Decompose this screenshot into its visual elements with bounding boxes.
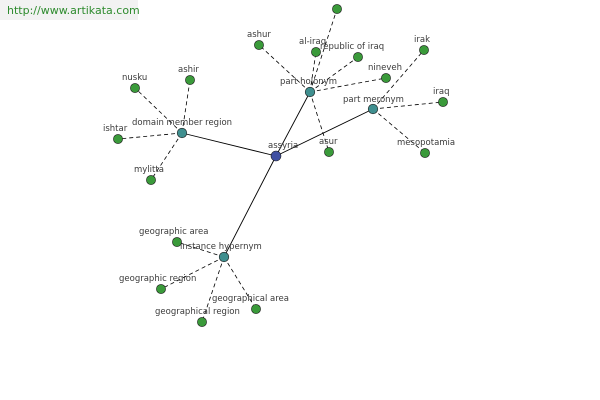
hub-node-instance-hypernym-label: instance hypernym: [180, 242, 262, 252]
hub-node-part-holonym[interactable]: [304, 86, 316, 98]
leaf-node-geographic-region[interactable]: [156, 284, 166, 294]
leaf-node-irak-label: irak: [414, 35, 430, 45]
leaf-node-mesopotamia[interactable]: [420, 148, 430, 158]
edge-l-geographical-area: [223, 256, 257, 310]
leaf-node-republic-of-iraq-label: republic of iraq: [320, 42, 384, 52]
leaf-node-asur-label: asur: [319, 137, 338, 147]
hub-node-part-meronym[interactable]: [367, 103, 379, 115]
edge-l-irak: [372, 49, 425, 110]
leaf-node-mylitta[interactable]: [146, 175, 156, 185]
hub-node-part-meronym-label: part meronym: [343, 95, 404, 105]
leaf-node-geographic-area[interactable]: [172, 237, 182, 247]
leaf-node-geographic-region-label: geographic region: [119, 274, 196, 284]
site-banner: http://www.artikata.com: [0, 0, 140, 20]
edge-l-nineveh: [309, 77, 387, 93]
edge-l-ishtar: [117, 132, 183, 140]
leaf-node-republic-of-iraq[interactable]: [353, 52, 363, 62]
leaf-node-ashur-label: ashur: [247, 30, 271, 40]
leaf-node-geographical-region-label: geographical region: [155, 307, 240, 317]
edge-l-top: [309, 8, 338, 93]
edge-part-meronym: [275, 108, 374, 157]
edge-l-asur: [309, 91, 330, 153]
leaf-node-iraq[interactable]: [438, 97, 448, 107]
leaf-node-geographical-area-label: geographical area: [212, 294, 289, 304]
leaf-node-ishtar-label: ishtar: [103, 124, 128, 134]
leaf-node-asur[interactable]: [324, 147, 334, 157]
hub-node-instance-hypernym[interactable]: [218, 251, 230, 263]
leaf-node-mylitta-label: mylitta: [134, 165, 164, 175]
leaf-node-ishtar[interactable]: [113, 134, 123, 144]
edge-l-nusku: [134, 87, 183, 134]
leaf-node-geographical-area[interactable]: [251, 304, 261, 314]
edge-instance-hypernym: [223, 155, 277, 258]
leaf-node-ashir[interactable]: [185, 75, 195, 85]
leaf-node-iraq-label: iraq: [433, 87, 449, 97]
leaf-node-geographical-region[interactable]: [197, 317, 207, 327]
leaf-node-al-iraq-label: al-iraq: [299, 37, 326, 47]
edge-domain-member-region: [181, 132, 277, 157]
leaf-node-ashir-label: ashir: [178, 65, 199, 75]
center-node-assyria[interactable]: [270, 150, 282, 162]
site-url-link[interactable]: http://www.artikata.com: [7, 4, 140, 17]
leaf-node-al-iraq[interactable]: [311, 47, 321, 57]
leaf-node-irak[interactable]: [419, 45, 429, 55]
leaf-node-nusku-label: nusku: [122, 73, 147, 83]
hub-node-domain-member-region[interactable]: [176, 127, 188, 139]
edge-l-ashur: [258, 44, 311, 93]
graph-nodes: [113, 4, 448, 327]
hub-node-part-holonym-label: part holonym: [280, 77, 337, 87]
edge-l-iraq: [372, 101, 444, 110]
leaf-node-mesopotamia-label: mesopotamia: [397, 138, 455, 148]
edge-l-mylitta: [150, 132, 183, 181]
leaf-node-nineveh[interactable]: [381, 73, 391, 83]
edge-l-mesopotamia: [372, 108, 426, 154]
center-node-assyria-label: assyria: [268, 141, 298, 151]
leaf-node-nusku[interactable]: [130, 83, 140, 93]
edge-l-geographic-region: [160, 256, 225, 290]
leaf-node-ashur[interactable]: [254, 40, 264, 50]
edge-l-geographical-region: [201, 256, 225, 323]
leaf-node-nineveh-label: nineveh: [368, 63, 402, 73]
edge-l-geographic-area: [176, 241, 225, 258]
hub-node-domain-member-region-label: domain member region: [132, 118, 232, 128]
edge-l-republic-of-iraq: [309, 56, 359, 93]
graph-edges: [117, 8, 444, 323]
leaf-node-top[interactable]: [332, 4, 342, 14]
leaf-node-geographic-area-label: geographic area: [139, 227, 208, 237]
edge-l-ashir: [181, 79, 191, 134]
edge-part-holonym: [275, 91, 311, 157]
